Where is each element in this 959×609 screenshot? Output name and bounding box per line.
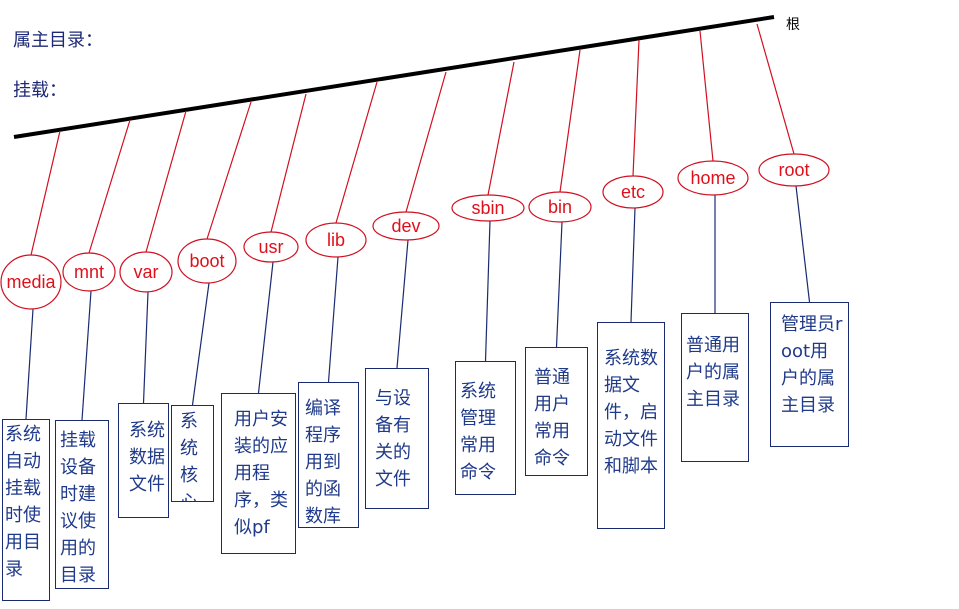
branch-line-dev: [405, 71, 447, 213]
branch-line-mnt: [88, 119, 131, 254]
root-trunk-line: [13, 15, 775, 139]
directory-description-usr: 用户安装的应用程序，类似pf: [221, 393, 296, 554]
directory-name-root: root: [778, 160, 809, 180]
directory-name-usr: usr: [258, 237, 283, 257]
connector-line-lib: [327, 256, 339, 383]
directory-description-root: 管理员root用户的属主目录: [770, 302, 849, 447]
directory-description-bin: 普通用户常用命令: [525, 347, 588, 476]
connector-line-bin: [555, 221, 563, 348]
directory-node-mnt: [62, 252, 116, 292]
directory-description-var: 系统数据文件: [118, 403, 169, 518]
directory-description-sbin: 系统管理常用命令: [455, 361, 516, 495]
connector-line-boot: [191, 282, 210, 406]
directory-node-home: [677, 160, 749, 196]
branch-line-media: [30, 130, 61, 256]
directory-name-var: var: [133, 262, 158, 282]
directory-node-media: [0, 254, 62, 310]
directory-node-var: [119, 251, 173, 293]
branch-line-etc: [632, 39, 640, 177]
branch-line-lib: [335, 81, 378, 224]
directory-name-lib: lib: [327, 230, 345, 250]
directory-node-sbin: [451, 194, 525, 222]
branch-line-bin: [559, 49, 581, 193]
directory-description-home: 普通用户的属主目录: [681, 313, 749, 462]
directory-node-boot: [177, 238, 237, 284]
directory-name-boot: boot: [189, 251, 224, 271]
branch-line-root: [756, 23, 795, 155]
connector-line-mnt: [81, 290, 92, 421]
root-label: 根: [786, 17, 800, 33]
connector-line-dev: [396, 239, 409, 369]
directory-description-media: 系统自动挂载时使用目录: [2, 419, 50, 601]
directory-description-etc: 系统数据文件，启动文件和脚本: [597, 322, 665, 529]
mount-label: 挂载：: [13, 80, 67, 101]
directory-name-dev: dev: [391, 216, 420, 236]
directory-name-mnt: mnt: [74, 262, 104, 282]
directory-name-media: media: [6, 272, 56, 292]
directory-description-mnt: 挂载设备时建议使用的目录: [55, 420, 109, 589]
directory-node-usr: [243, 231, 299, 263]
directory-name-bin: bin: [548, 197, 572, 217]
owner-directory-label: 属主目录：: [13, 30, 103, 51]
directory-name-home: home: [690, 168, 735, 188]
branch-line-boot: [206, 101, 252, 240]
connector-line-media: [25, 308, 34, 420]
directory-description-dev: 与设备有关的文件: [365, 368, 429, 509]
branch-line-home: [699, 30, 714, 162]
connector-line-etc: [630, 207, 636, 323]
directory-node-bin: [528, 191, 592, 223]
directory-node-dev: [372, 211, 440, 241]
connector-line-root: [795, 185, 811, 303]
directory-name-etc: etc: [621, 182, 645, 202]
directory-description-boot: 系统核心文件: [171, 405, 214, 502]
branch-line-usr: [270, 93, 307, 233]
connector-line-var: [142, 291, 149, 404]
connector-line-sbin: [484, 220, 491, 362]
directory-node-etc: [602, 175, 664, 209]
branch-line-sbin: [487, 61, 515, 196]
directory-name-sbin: sbin: [471, 198, 504, 218]
connector-line-usr: [257, 261, 274, 394]
directory-node-root: [758, 153, 830, 187]
directory-node-lib: [305, 222, 367, 258]
directory-description-lib: 编译程序用到的函数库: [298, 382, 359, 528]
branch-line-var: [145, 110, 187, 253]
